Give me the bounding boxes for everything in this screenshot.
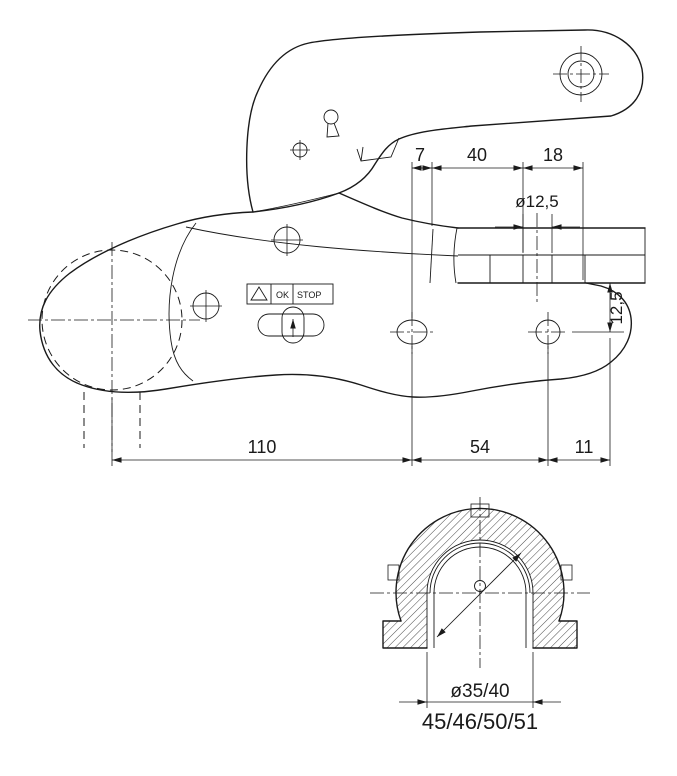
socket-inner-contour	[168, 222, 197, 382]
indicator-slot	[257, 306, 325, 344]
latch-detail	[356, 137, 400, 162]
left-notch	[387, 564, 400, 581]
warning-ok-text: OK	[276, 290, 289, 300]
handle-lever-outline	[245, 29, 644, 213]
boss-hole-lower	[190, 290, 222, 322]
right-notch	[560, 564, 573, 581]
body-mid-contour	[185, 226, 459, 257]
dim-height: 12,5	[607, 291, 626, 324]
section-left-flange	[382, 620, 428, 649]
body-outline	[39, 211, 633, 398]
section-right-flange	[532, 620, 578, 649]
section-hatch-area	[383, 508, 577, 648]
bore-diameter-leader	[436, 552, 522, 638]
section-view: ø35/40 45/46/50/51	[370, 497, 590, 734]
neck-separation-line	[252, 192, 340, 213]
clamp-section-hatch-left	[489, 254, 524, 284]
variant-sizes-text: 45/46/50/51	[422, 709, 538, 734]
dimensions-bottom: 110 54 11	[111, 338, 611, 466]
dim-40: 40	[467, 145, 487, 165]
dim-18: 18	[543, 145, 563, 165]
side-view: OK STOP	[28, 29, 646, 466]
clamp-section-hatch-right	[551, 254, 586, 284]
warning-label: OK STOP	[246, 283, 334, 305]
dimension-hole-dia: ø12,5	[495, 192, 580, 253]
warning-triangle-icon	[250, 286, 268, 301]
mounting-hole-left	[390, 312, 436, 354]
handle-small-hole	[290, 140, 310, 160]
dimensions-top: 7 40 18	[411, 145, 584, 318]
handle-pivot-hole	[553, 46, 609, 102]
dim-bore: ø35/40	[450, 681, 509, 702]
dimension-height: 12,5	[572, 283, 626, 333]
drawbar-channel	[429, 227, 646, 284]
dim-54: 54	[470, 437, 490, 457]
hidden-ball	[28, 242, 200, 452]
body-top-edge	[338, 192, 459, 229]
warning-stop-text: STOP	[297, 290, 321, 300]
dim-7: 7	[415, 145, 425, 165]
dim-11: 11	[575, 437, 594, 457]
keyhole-icon	[323, 109, 340, 138]
dim-hole-dia: ø12,5	[515, 192, 558, 211]
boss-hole-upper	[271, 224, 303, 256]
dim-110: 110	[248, 437, 277, 457]
dimension-bore: ø35/40	[399, 652, 561, 708]
